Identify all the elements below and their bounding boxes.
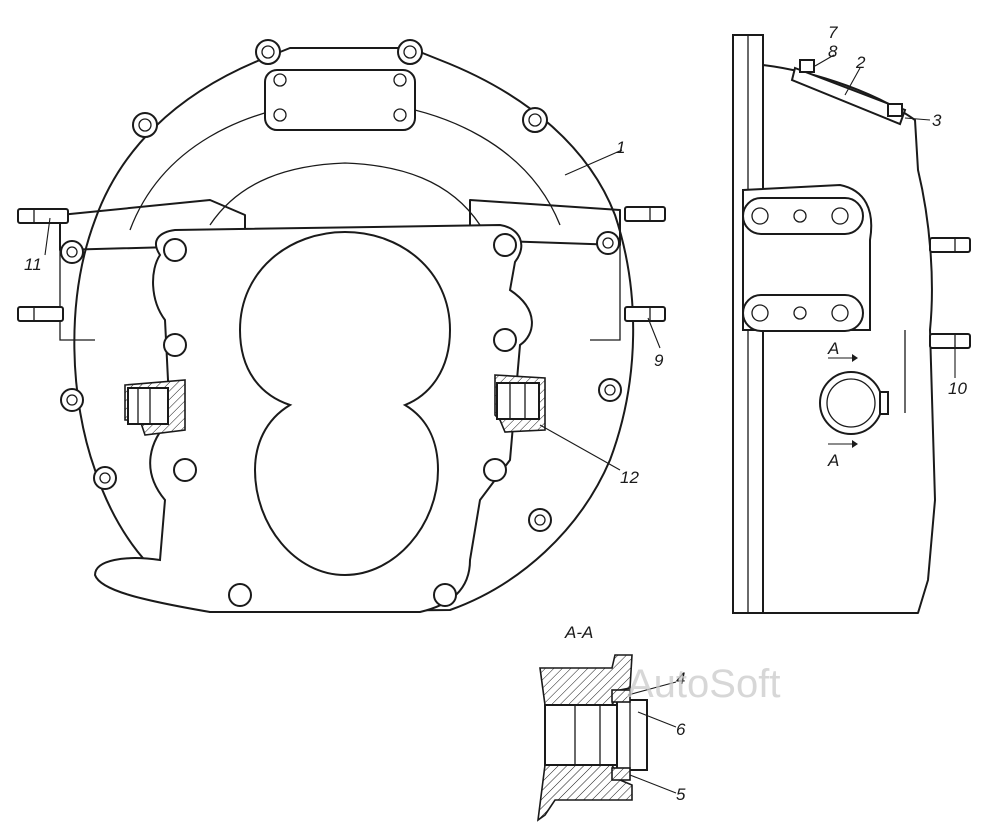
bolt-8 [799,59,815,73]
section-marker-top: A [827,339,839,358]
callout-9: 9 [654,351,664,370]
section-marker-bottom: A [827,451,839,470]
section-detail [536,654,648,822]
callout-4: 4 [676,669,685,688]
gasket-5 [611,767,631,781]
side-housing [762,64,936,614]
top-cover-plate [264,69,416,131]
housing-outline [73,47,635,613]
callout-6: 6 [676,720,686,739]
callout-labels: 1 2 3 4 5 6 7 8 9 10 11 12 A-A A A [24,23,967,804]
stud-9 [624,306,666,322]
callout-12: 12 [620,468,639,487]
watermark: AutoSoft [627,662,780,706]
callout-7: 7 [828,23,838,42]
callout-1: 1 [616,138,625,157]
gear-opening [238,230,452,577]
callout-8: 8 [828,42,838,61]
plug-6 [616,699,648,771]
gasket-4 [611,689,631,703]
callout-10: 10 [948,379,967,398]
callout-2: 2 [855,53,866,72]
callout-5: 5 [676,785,686,804]
section-title: A-A [564,623,593,642]
side-view [732,34,971,614]
callout-3: 3 [932,111,942,130]
leader-lines [44,54,956,794]
bolt-3 [887,103,903,117]
inner-arch [209,162,481,226]
stud-10 [929,333,971,349]
stud-11 [17,208,69,224]
callout-11: 11 [24,255,42,274]
front-view [17,39,666,613]
